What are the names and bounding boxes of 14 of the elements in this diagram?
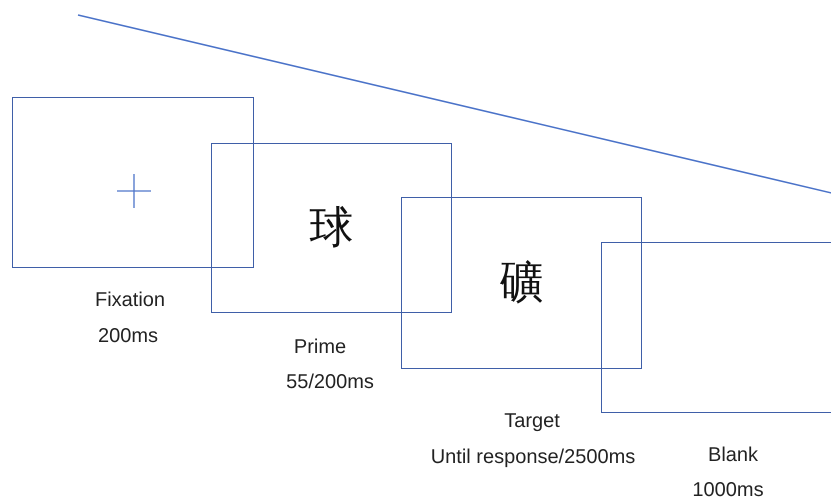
duration-label: 55/200ms bbox=[286, 372, 374, 392]
screen-label: Target bbox=[504, 411, 560, 431]
screen-label: Prime bbox=[294, 337, 346, 357]
frame-box bbox=[211, 143, 452, 313]
screen-label: Blank bbox=[708, 445, 758, 465]
character-stimulus: 球 bbox=[308, 206, 354, 250]
character-stimulus: 礦 bbox=[498, 261, 544, 305]
duration-label: 1000ms bbox=[692, 480, 764, 500]
duration-label: Until response/2500ms bbox=[430, 447, 636, 467]
screen-label: Fixation bbox=[94, 290, 166, 310]
frame-box bbox=[12, 97, 254, 268]
duration-label: 200ms bbox=[98, 326, 158, 346]
frame-box bbox=[601, 242, 831, 413]
frame-box bbox=[401, 197, 642, 369]
